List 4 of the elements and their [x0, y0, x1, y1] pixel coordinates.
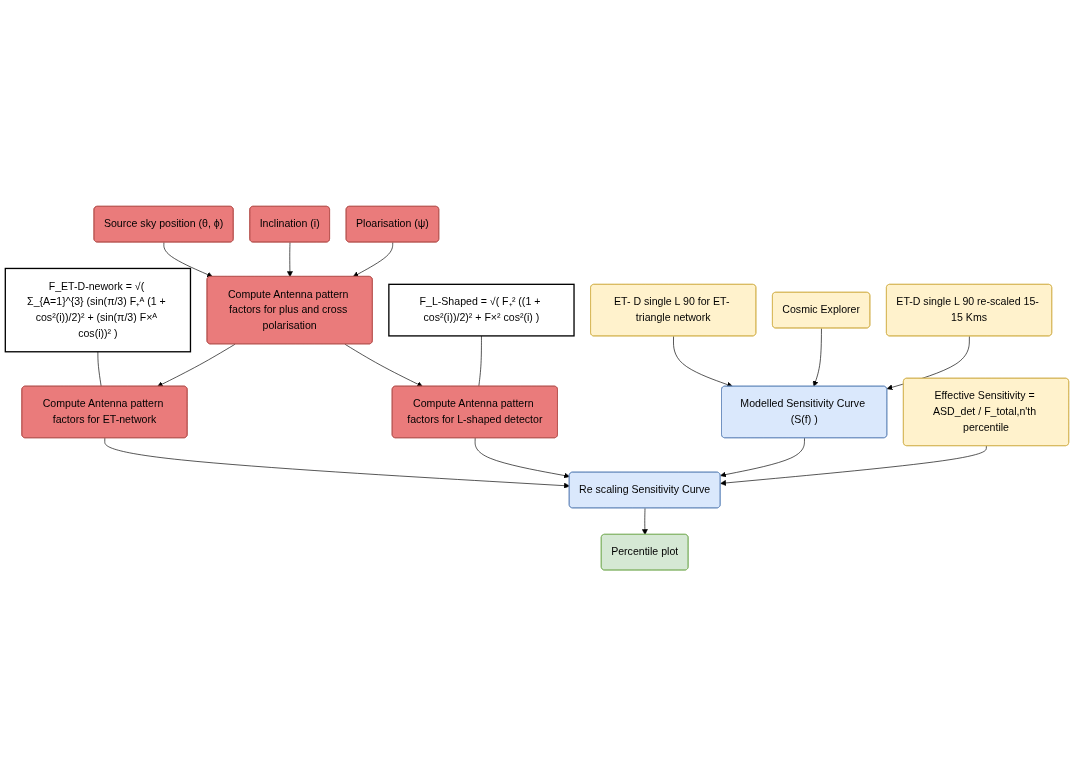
- connector: [478, 335, 482, 388]
- connector: [97, 351, 102, 388]
- node-box: F_ET-D-nework = √( Σ_{A=1}^{3} (sin(π/3) F₊ᴬ (1 + cos²(i))/2)² + (sin(π/3) F×ᴬ cos(i))² ): [4, 268, 192, 353]
- node-box: F_L-Shaped = √( F₊² ((1 + cos²(i))/2)² + F×² cos²(i) ): [388, 284, 575, 337]
